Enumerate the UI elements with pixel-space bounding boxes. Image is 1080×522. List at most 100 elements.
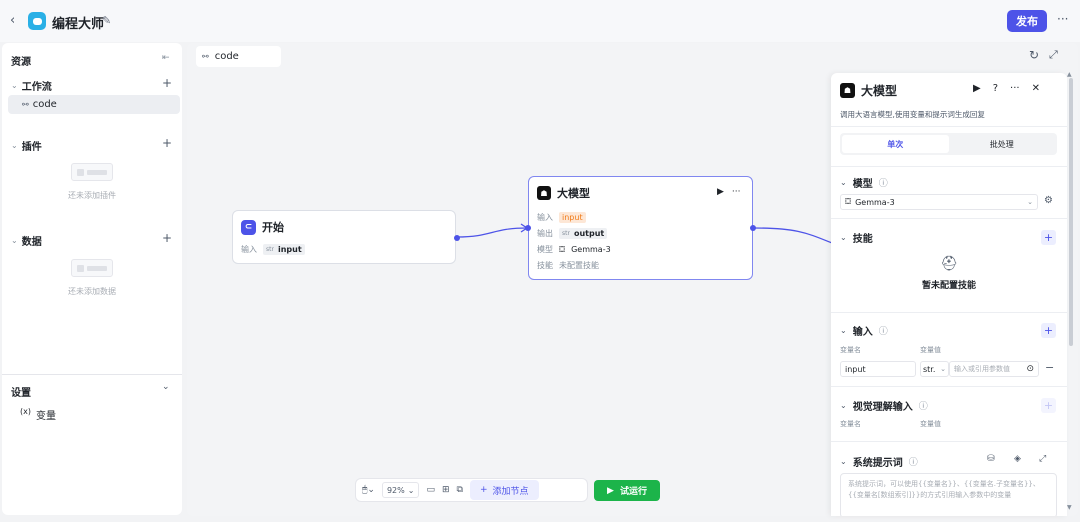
input-var-type-select[interactable]: str. ⌄ [920,361,949,377]
help-icon[interactable]: ? [992,83,999,94]
input-port[interactable] [525,225,531,231]
model-select[interactable]: ⛋ Gemma-3 ⌄ [840,194,1038,210]
variables-item[interactable]: (x) 变量 [20,407,56,422]
vision-section-header[interactable]: ⌄ 视觉理解输入 ⓘ [840,398,928,413]
more-icon[interactable]: ··· [1010,83,1020,94]
chevron-down-icon: ⌄ [840,326,847,335]
section-workflow-label: 工作流 [21,82,52,93]
plus-icon: + [479,485,488,495]
info-icon[interactable]: ⓘ [878,179,888,189]
chevron-down-icon: ⌄ [940,365,946,373]
test-run-label: 试运行 [619,487,647,497]
section-data[interactable]: ⌄ 数据 [11,233,42,248]
chevron-down-icon: ⌄ [840,233,847,242]
prompt-library-icon[interactable]: ⛁ [987,454,995,464]
chevron-down-icon[interactable]: ⌄ [162,382,170,392]
canvas-tab-code[interactable]: ⚯ code [196,46,281,67]
layout-icon[interactable]: ⊞ [441,485,450,495]
skill-section-label: 技能 [852,234,873,245]
zoom-select[interactable]: 92% ⌄ [381,482,420,498]
edge-start-llm [456,227,528,238]
plugins-empty-text: 还未添加插件 [68,191,116,200]
add-data-icon[interactable]: + [162,231,173,245]
llm-icon: ☗ [840,83,855,98]
add-node-button[interactable]: + 添加节点 [469,480,539,500]
input-var-value-field[interactable]: 输入或引用参数值 ⊙ [949,361,1039,377]
section-workflow[interactable]: ⌄ 工作流 [11,78,52,93]
llm-model-value: Gemma-3 [571,245,611,254]
canvas-tab-label: code [214,51,239,62]
expand-icon[interactable]: ⤢ [1049,48,1058,61]
run-node-icon[interactable]: ▶ [973,83,981,94]
input-var-name-field[interactable]: input [840,361,916,377]
expand-editor-icon[interactable]: ⤢ [1039,454,1047,464]
start-input-label: 输入 [241,245,257,254]
add-vision-input-button[interactable]: + [1041,398,1056,413]
scroll-up-icon[interactable]: ▲ [1067,71,1072,78]
llm-model-label: 模型 [537,245,553,254]
output-port[interactable] [454,235,460,241]
data-empty-text: 还未添加数据 [68,287,116,296]
panel-scrollbar[interactable] [1069,78,1073,346]
remove-input-icon[interactable]: − [1045,361,1055,374]
system-prompt-input[interactable]: 系统提示词，可以使用{{变量名}}、{{变量名.子变量名}}、{{变量名[数组索… [840,473,1057,516]
section-plugins[interactable]: ⌄ 插件 [11,138,42,153]
minimap-icon[interactable]: ⧉ [456,485,463,495]
llm-skill-value: 未配置技能 [559,261,599,270]
zoom-value: 92% [386,485,405,495]
run-node-icon[interactable]: ▶ [717,187,724,197]
node-more-icon[interactable]: ··· [731,187,741,197]
start-node-icon: ⊂ [241,219,256,235]
system-prompt-section-header[interactable]: ⌄ 系统提示词 ⓘ [840,454,918,469]
scroll-down-icon[interactable]: ▼ [1067,504,1072,511]
back-chevron-icon[interactable]: ‹ [10,13,16,28]
info-icon[interactable]: ⓘ [878,327,888,337]
collapse-panel-icon[interactable]: ⇤ [162,53,170,63]
settings-title[interactable]: 设置 [11,388,31,399]
variables-label: 变量 [35,411,56,422]
add-input-button[interactable]: + [1041,323,1056,338]
llm-skill-label: 技能 [537,261,553,270]
resources-panel: 资源 ⇤ ⌄ 工作流 + ⚯ code ⌄ 插件 + 还未添加插件 ⌄ 数据 +… [2,43,182,515]
empty-placeholder-icon [71,259,113,277]
resources-title: 资源 [11,57,31,68]
skill-section-header[interactable]: ⌄ 技能 [840,230,873,245]
input-section-header[interactable]: ⌄ 输入 ⓘ [840,323,888,338]
more-options-icon[interactable]: ··· [1057,12,1069,26]
edit-icon[interactable]: ✎ [102,14,112,27]
model-section-header[interactable]: ⌄ 模型 ⓘ [840,175,888,190]
model-select-value: Gemma-3 [855,197,895,207]
test-run-button[interactable]: ▶ 试运行 [594,480,660,501]
mouse-mode-icon[interactable]: 🖱⌄ [362,485,375,495]
add-plugin-icon[interactable]: + [162,136,173,150]
publish-button[interactable]: 发布 [1007,10,1047,32]
model-icon: ⛋ [845,197,852,206]
add-skill-button[interactable]: + [1041,230,1056,245]
comment-icon[interactable]: ▭ [426,485,435,495]
refresh-icon[interactable]: ↻ [1029,48,1040,62]
vision-section-label: 视觉理解输入 [852,402,913,413]
workflow-item-code[interactable]: ⚯ code [8,95,180,114]
tab-batch[interactable]: 批处理 [989,139,1014,149]
data-empty-state: 还未添加数据 [2,259,182,297]
system-prompt-placeholder: 系统提示词，可以使用{{变量名}}、{{变量名.子变量名}}、{{变量名[数组索… [848,480,1040,499]
output-port[interactable] [750,225,756,231]
add-workflow-icon[interactable]: + [162,76,173,90]
info-icon[interactable]: ⓘ [918,402,928,412]
prompt-optimize-icon[interactable]: ◈ [1014,454,1021,464]
model-settings-icon[interactable]: ⚙ [1044,195,1053,206]
info-icon[interactable]: ⓘ [908,458,918,468]
chevron-down-icon: ⌄ [11,141,18,150]
tab-single[interactable]: 单次 [842,135,949,153]
workflow-item-label: code [32,99,57,110]
reference-icon[interactable]: ⊙ [1026,364,1034,374]
skill-empty-text: 暂未配置技能 [921,281,976,291]
top-bar: ‹ 编程大师 ✎ 发布 ··· [0,0,1080,42]
model-section-label: 模型 [852,179,873,190]
close-icon[interactable]: ✕ [1031,83,1040,94]
divider [831,166,1067,167]
vision-var-value-label: 变量值 [920,420,941,428]
